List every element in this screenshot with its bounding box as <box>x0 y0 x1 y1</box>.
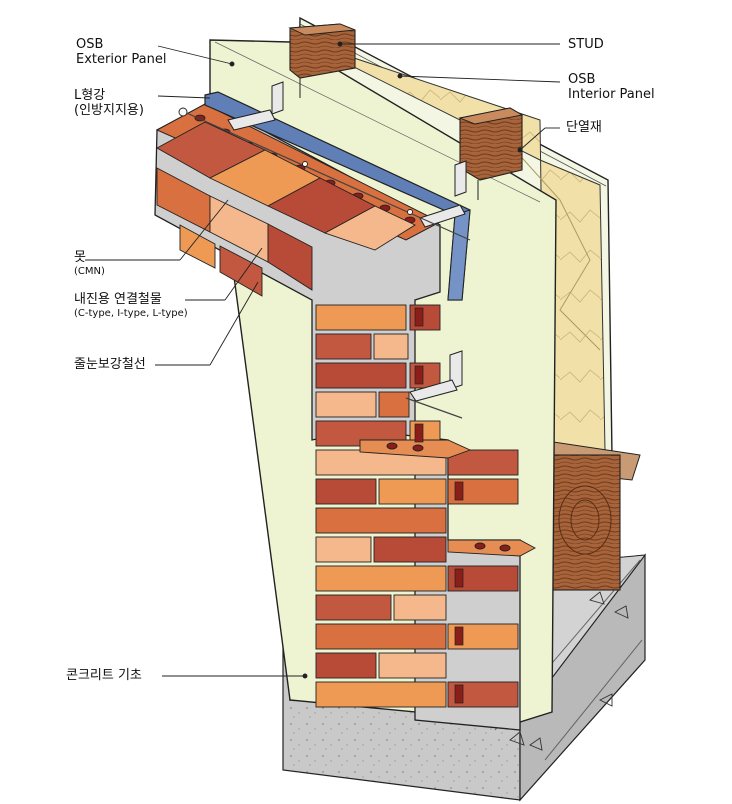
label-joint-reinforcement-line1: 줄눈보강철선 <box>74 357 146 372</box>
label-nail-line2: (CMN) <box>74 266 105 277</box>
label-stud: STUD <box>568 37 604 52</box>
label-osb-exterior-line1: OSB <box>76 37 104 52</box>
label-foundation: 콘크리트 기초 <box>66 668 142 683</box>
stud <box>288 23 524 200</box>
label-osb-interior-line1: OSB <box>568 72 596 87</box>
label-seismic-tie: 내진용 연결철물 (C-type, I-type, L-type) <box>74 292 188 320</box>
label-osb-exterior-line2: Exterior Panel <box>76 52 167 67</box>
label-osb-interior: OSB Interior Panel <box>568 72 655 102</box>
label-seismic-tie-line1: 내진용 연결철물 <box>74 292 162 307</box>
brick-step-tops <box>359 439 536 557</box>
label-insulation: 단열재 <box>566 120 602 135</box>
brick-wall <box>154 101 536 731</box>
label-stud-line1: STUD <box>568 37 604 52</box>
label-osb-exterior: OSB Exterior Panel <box>76 37 166 67</box>
label-nail: 못 (CMN) <box>74 250 105 278</box>
label-foundation-line1: 콘크리트 기초 <box>66 668 142 683</box>
leader-lines <box>85 41 561 679</box>
label-insulation-line1: 단열재 <box>566 120 602 135</box>
joint-reinforcement-wire <box>179 109 471 419</box>
brick-core-slots <box>414 307 464 704</box>
label-l-angle: L형강 (인방지지용) <box>74 88 144 118</box>
label-l-angle-line2: (인방지지용) <box>74 103 144 118</box>
label-osb-interior-line2: Interior Panel <box>568 87 655 102</box>
label-nail-line1: 못 <box>74 250 86 265</box>
brick-rows <box>156 121 416 297</box>
nails <box>178 107 413 215</box>
seismic-ties <box>227 81 467 402</box>
label-seismic-tie-line2: (C-type, I-type, L-type) <box>74 308 188 319</box>
label-joint-reinforcement: 줄눈보강철선 <box>74 357 146 372</box>
label-l-angle-line1: L형강 <box>74 88 106 103</box>
